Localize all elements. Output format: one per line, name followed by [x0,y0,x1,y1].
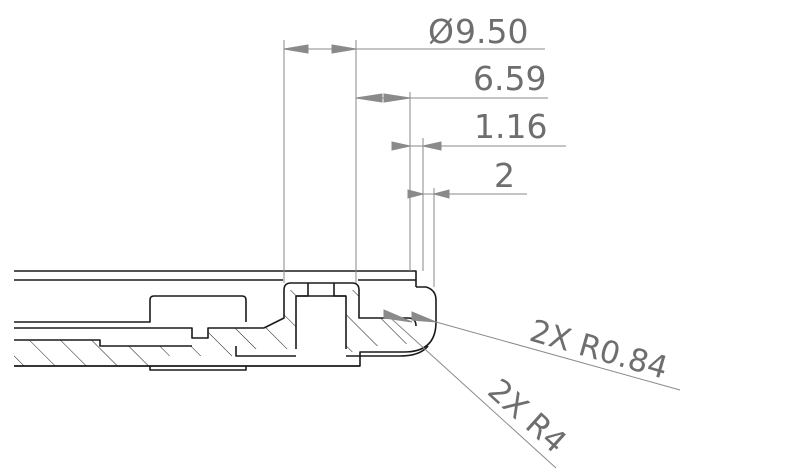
dimensions [283,40,681,469]
section-hatching [14,290,416,366]
arrow-diameter-left [283,44,309,54]
callout-fillet-large: 2X R4 [481,372,574,460]
leader-r4 [383,311,557,469]
hatch-region-plate [14,318,296,366]
arrow-r084 [411,311,437,323]
top-surface-edge [14,270,417,287]
arrow-116-right [422,141,442,151]
boss-cavity [295,283,347,349]
dim-2-value: 2 [494,156,515,195]
arrow-r4 [383,309,413,323]
dim-659-value: 6.59 [473,59,546,98]
bottom-foot [149,366,247,371]
arrow-diameter-mid [331,44,357,54]
arrow-659-right [383,93,411,103]
dim-diameter-symbol: Ø [428,12,454,51]
left-rib [14,295,247,323]
arrow-659-left [355,93,383,103]
dim-diameter-value: 9.50 [455,12,528,51]
boss-outline [263,282,380,329]
hatch-region-boss-left [284,290,296,318]
arrow-2-left [407,189,425,199]
arrow-2-right [432,189,450,199]
leader-r084 [435,321,681,391]
hatch-region-right [346,318,416,352]
dim-116-value: 1.16 [474,107,547,146]
dimension-labels: Ø 9.50 6.59 1.16 2 2X R0.84 2X R4 [428,12,672,461]
hatch-region-boss-right [346,290,359,318]
callout-fillet-small: 2X R0.84 [526,313,672,387]
arrow-116-left [391,141,411,151]
